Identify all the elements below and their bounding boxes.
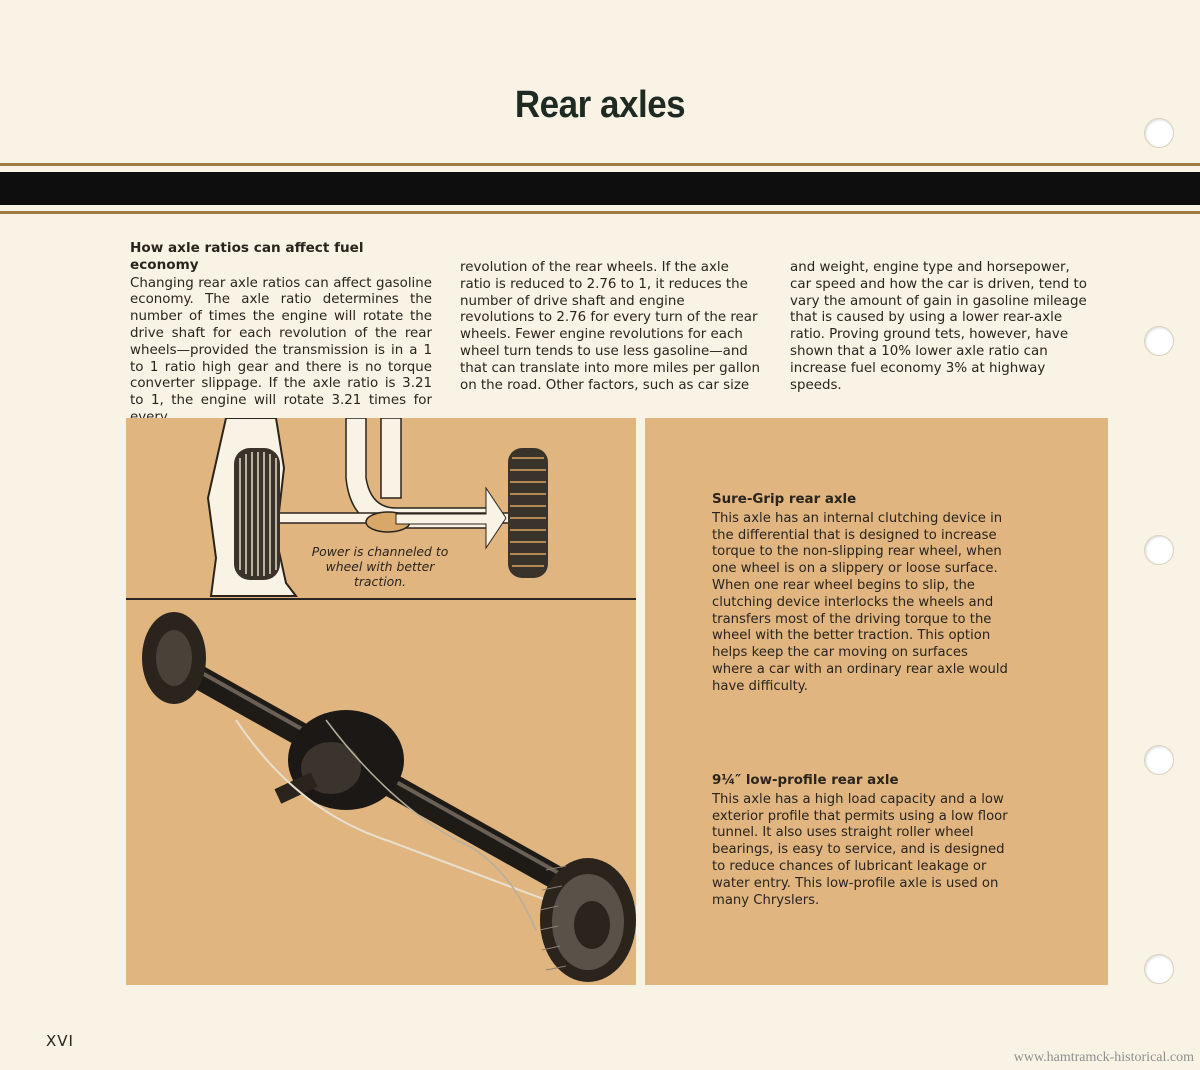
watermark: www.hamtramck-historical.com [1013, 1050, 1194, 1065]
axle-diagram [206, 418, 548, 597]
sure-grip-heading: Sure-Grip rear axle [712, 492, 857, 507]
header-rule-bottom [0, 211, 1200, 214]
intro-column-1: How axle ratios can affect fuel economy … [130, 240, 432, 427]
low-profile-body: This axle has a high load capacity and a… [712, 791, 1008, 908]
power-arrow [395, 486, 507, 550]
intro-text-3: and weight, engine type and horsepower, … [790, 260, 1087, 393]
intro-heading: How axle ratios can affect fuel economy [130, 240, 364, 273]
intro-column-3: and weight, engine type and horsepower, … [790, 260, 1090, 394]
sure-grip-body: This axle has an internal clutching devi… [712, 510, 1008, 694]
header-black-bar [0, 172, 1200, 205]
frame-rail [345, 418, 497, 529]
intro-text-2: revolution of the rear wheels. If the ax… [460, 260, 760, 393]
sure-grip-section: Sure-Grip rear axle This axle has an int… [712, 492, 1012, 696]
binder-hole [1144, 326, 1174, 356]
header-rule-top [0, 163, 1200, 166]
binder-hole [1144, 954, 1174, 984]
binder-hole [1144, 535, 1174, 565]
right-tire [508, 448, 548, 578]
low-profile-heading: 9¼″ low-profile rear axle [712, 773, 899, 788]
intro-column-2: revolution of the rear wheels. If the ax… [460, 260, 760, 394]
low-profile-section: 9¼″ low-profile rear axle This axle has … [712, 773, 1012, 909]
illustration-caption: Power is channeled to wheel with better … [311, 544, 449, 589]
illustration-panel [126, 418, 636, 985]
page-number: XVI [46, 1032, 74, 1050]
binder-hole [1144, 745, 1174, 775]
intro-text-1: Changing rear axle ratios can affect gas… [130, 275, 432, 425]
options-panel [645, 418, 1108, 985]
drive-shaft [380, 418, 402, 499]
rear-axle-photo [142, 612, 636, 982]
page-title: Rear axles [514, 84, 686, 126]
left-tire [234, 448, 280, 580]
panel-divider [126, 598, 636, 600]
binder-hole [1144, 118, 1174, 148]
